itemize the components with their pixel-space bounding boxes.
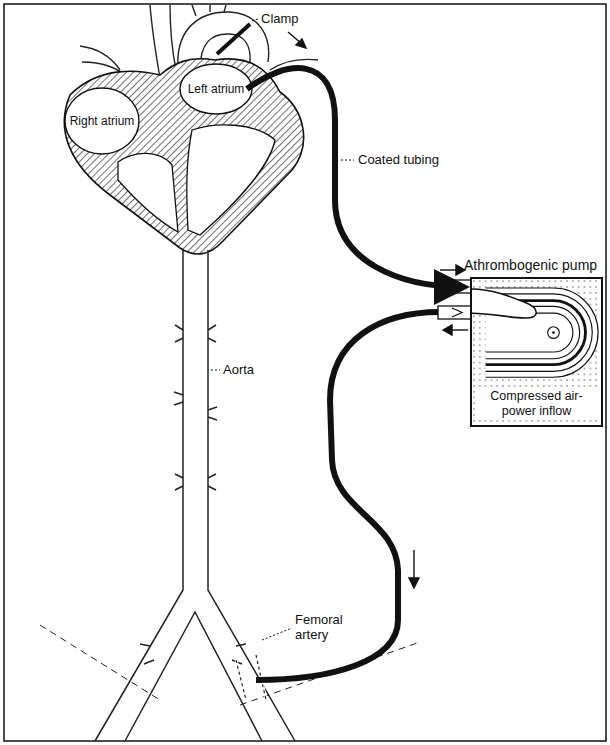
return-tubing [256,312,470,680]
left-atrium-chamber [180,64,252,114]
pump-note: Compressed air-power inflow [476,388,597,420]
valve-connector [438,280,472,319]
right-atrium-chamber [65,88,139,154]
part-label: Femoral artery [294,612,356,642]
chamber-label: Left atrium [188,82,245,96]
frame [4,4,606,741]
part-label: Coated tubing [357,152,440,167]
pump-heading: Athrombogenic pump [464,257,597,273]
left-ventricle [187,125,275,235]
leader-line [211,370,220,371]
right-ventricle [118,153,178,232]
part-label: Aorta [222,362,255,377]
leader-line [341,160,354,161]
leader-line [262,628,292,640]
aorta [95,250,295,741]
cut-line [40,625,160,700]
heart-wall [64,59,303,254]
chamber-label: Right atrium [70,114,135,128]
clamp [217,24,250,54]
pump-box: Athrombogenic pumpCompressed air-power i… [470,277,603,427]
coated-tubing [247,68,464,287]
part-label: Clamp [260,11,300,26]
leader-line [252,19,258,21]
atrium-chamber: Right atrium [69,104,135,138]
flow-arrow [288,32,468,588]
atrium-chamber: Left atrium [185,72,247,106]
